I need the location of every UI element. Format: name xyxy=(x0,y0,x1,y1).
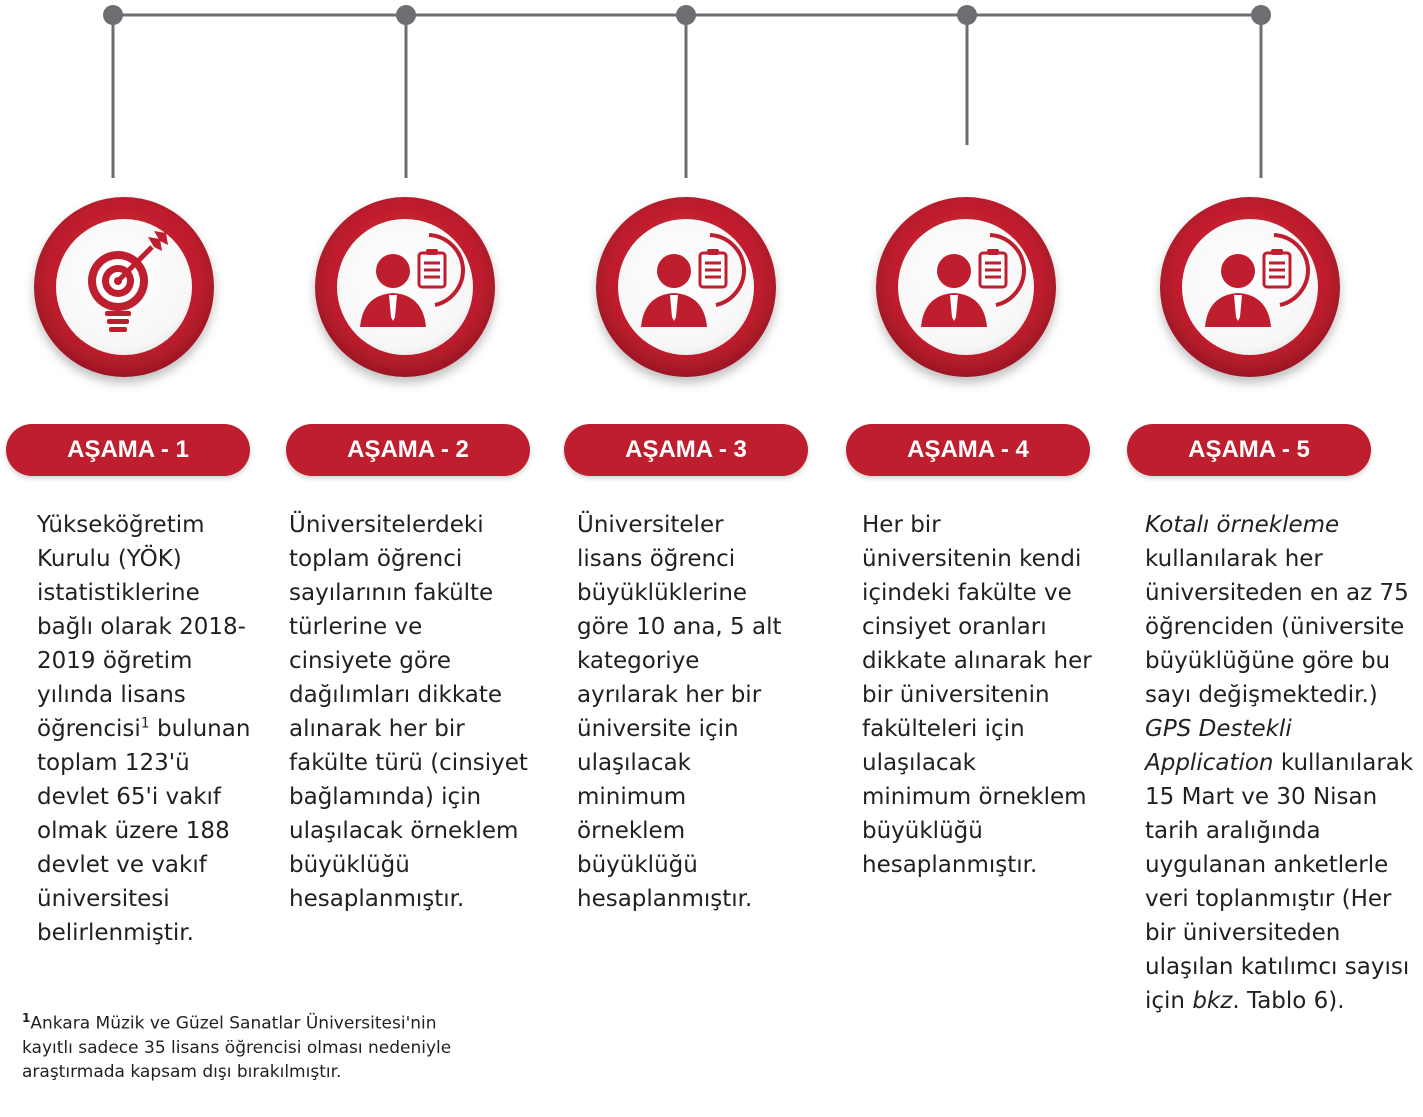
stage-2-description: Üniversitelerdeki toplam öğrenci sayılar… xyxy=(289,508,529,916)
stage-5-italic-3: bkz xyxy=(1192,988,1233,1014)
stage-1-label: AŞAMA - 1 xyxy=(6,424,250,476)
stage-4-description: Her bir üniversitenin kendi içindeki fak… xyxy=(862,508,1092,882)
stage-2-circle xyxy=(315,197,495,377)
person-clipboard-icon xyxy=(921,233,1027,327)
stage-5-text-b: kullanılarak 15 Mart ve 30 Nisan tarih a… xyxy=(1145,750,1414,1014)
timeline-node-1 xyxy=(103,5,123,178)
timeline-node-5 xyxy=(1251,5,1271,178)
stage-4-label: AŞAMA - 4 xyxy=(846,424,1090,476)
footnote-mark: 1 xyxy=(22,1011,31,1025)
timeline-node-3 xyxy=(676,5,696,178)
stage-1-text-b: bulunan toplam 123'ü devlet 65'i vakıf o… xyxy=(37,716,251,946)
stage-5-italic-1: Kotalı örnekleme xyxy=(1145,512,1340,538)
stage-3-circle xyxy=(596,197,776,377)
footnote-reference: 1 xyxy=(140,715,150,732)
footnote-text: Ankara Müzik ve Güzel Sanatlar Üniversit… xyxy=(22,1013,452,1082)
stage-5-description: Kotalı örnekleme kullanılarak her üniver… xyxy=(1145,508,1415,1018)
stage-3-label: AŞAMA - 3 xyxy=(564,424,808,476)
stage-5-circle xyxy=(1160,197,1340,377)
timeline-node-2 xyxy=(396,5,416,178)
stage-5-text-c: . Tablo 6). xyxy=(1232,988,1345,1014)
timeline-connector xyxy=(34,5,1340,377)
target-bulb-icon xyxy=(88,231,168,332)
footnote: 1Ankara Müzik ve Güzel Sanatlar Üniversi… xyxy=(22,1006,462,1084)
person-clipboard-icon xyxy=(360,233,466,327)
stage-3-text: Üniversiteler lisans öğrenci büyüklükler… xyxy=(577,512,782,912)
stage-1-circle xyxy=(34,197,214,377)
person-clipboard-icon xyxy=(641,233,747,327)
stage-5-label: AŞAMA - 5 xyxy=(1127,424,1371,476)
stage-1-description: Yükseköğretim Kurulu (YÖK) istatistikler… xyxy=(37,508,257,950)
stage-5-text-a: kullanılarak her üniversiteden en az 75 … xyxy=(1145,546,1409,708)
stage-4-text: Her bir üniversitenin kendi içindeki fak… xyxy=(862,512,1092,878)
stage-4-circle xyxy=(876,197,1056,377)
person-clipboard-icon xyxy=(1205,233,1311,327)
stage-1-text-a: Yükseköğretim Kurulu (YÖK) istatistikler… xyxy=(37,512,246,742)
stage-2-label: AŞAMA - 2 xyxy=(286,424,530,476)
timeline-node-4 xyxy=(957,5,977,145)
stage-5-italic-2: GPS Destekli Application xyxy=(1145,716,1292,776)
stage-2-text: Üniversitelerdeki toplam öğrenci sayılar… xyxy=(289,512,528,912)
stage-3-description: Üniversiteler lisans öğrenci büyüklükler… xyxy=(577,508,792,916)
